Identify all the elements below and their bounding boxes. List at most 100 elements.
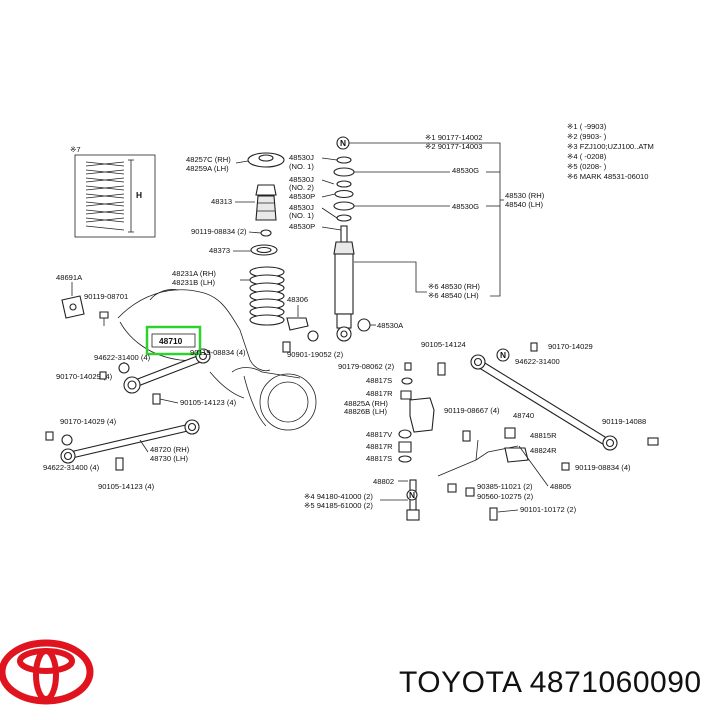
label-48530J-2: 48530J	[289, 175, 314, 184]
nut-90170-c	[530, 342, 538, 352]
note-5: ※5 (0208- )	[567, 162, 607, 171]
label-48530P-2: 48530P	[289, 222, 315, 231]
label-90119-08834-b: 90119-08834 (4)	[190, 348, 246, 357]
label-48817R-a: 48817R	[366, 389, 393, 398]
n-nut-icon-a	[118, 362, 130, 374]
label-48540-lh: 48540 (LH)	[505, 200, 543, 209]
label-94622-31400-b: 94622-31400 (4)	[43, 463, 100, 472]
highlight-48710-box	[145, 325, 202, 356]
nut-90170-a	[99, 371, 107, 380]
label-94185: ※5 94185-61000 (2)	[304, 501, 373, 510]
label-94180: ※4 94180-41000 (2)	[304, 492, 373, 501]
label-48530A: 48530A	[377, 321, 404, 330]
label-90901-19052: 90901-19052 (2)	[287, 350, 344, 359]
label-48231A: 48231A (RH)	[172, 269, 216, 278]
shock-absorber	[333, 156, 355, 342]
label-48373: 48373	[209, 246, 230, 255]
note-1: ※1 ( -9903)	[567, 122, 607, 131]
label-94622-31400-c: 94622-31400	[515, 357, 560, 366]
part-number-caption: TOYOTA 4871060090	[399, 666, 702, 699]
label-94622-31400-a: 94622-31400 (4)	[94, 353, 151, 362]
inset-7-label: ※7	[70, 145, 81, 154]
label-48730: 48730 (LH)	[150, 454, 188, 463]
nut-90170-b	[45, 431, 54, 441]
nut-90179	[404, 362, 412, 371]
label-48530J-1: 48530J	[289, 153, 314, 162]
label-48740: 48740	[513, 411, 534, 420]
note-2: ※2 (9903- )	[567, 132, 607, 141]
label-48530J-2n: (NO. 2)	[289, 183, 314, 192]
label-90105-14123-b: 90105-14123 (4)	[98, 482, 155, 491]
bracket-48691A	[61, 295, 109, 326]
lower-control-arm-48720	[60, 419, 200, 464]
n-label-mid: N	[500, 350, 506, 360]
label-48530P-1: 48530P	[289, 192, 315, 201]
label-90119-08834-c: 90119-08834 (4)	[575, 463, 631, 472]
label-48817V: 48817V	[366, 430, 393, 439]
n-icon-bottom	[406, 489, 418, 501]
label-48530-rh-6: ※6 48530 (RH)	[428, 282, 480, 291]
bolt-90105-c	[437, 362, 446, 376]
label-48259A: 48259A (LH)	[186, 164, 229, 173]
label-48530G-2: 48530G	[452, 202, 479, 211]
n-nut-icon-b	[61, 434, 73, 446]
label-48231B: 48231B (LH)	[172, 278, 216, 287]
spring-height-inset: ※7 H	[70, 145, 156, 238]
stabilizer-bracket-stack	[398, 377, 435, 463]
label-90170-14029-a: 90170-14029 (4)	[56, 372, 113, 381]
bolt-90105-b	[115, 457, 124, 471]
label-48530G-1: 48530G	[452, 166, 479, 175]
note-4: ※4 ( -0208)	[567, 152, 607, 161]
label-48530J-3: 48530J	[289, 203, 314, 212]
label-48817R-b: 48817R	[366, 442, 393, 451]
label-48817S-a: 48817S	[366, 376, 392, 385]
label-48824R: 48824R	[530, 446, 557, 455]
spring-pad-48306	[286, 317, 309, 331]
label-90119-14088: 90119-14088	[602, 417, 646, 426]
coil-spring	[249, 266, 285, 326]
label-48313: 48313	[211, 197, 232, 206]
spring-seat-parts	[247, 152, 285, 256]
label-90177-14002: ※1 90177-14002	[425, 133, 482, 142]
lateral-control-rod-48740	[470, 354, 618, 451]
note-6: ※6 MARK 48531-06010	[567, 172, 649, 181]
label-48691A: 48691A	[56, 273, 83, 282]
label-90177-14003: ※2 90177-14003	[425, 142, 482, 151]
nut-90119-08834-c	[561, 462, 570, 471]
bushing-48530A	[357, 318, 371, 332]
bolt-90901	[282, 341, 291, 353]
label-90105-14123-a: 90105-14123 (4)	[180, 398, 237, 407]
bolt-90119-14088	[647, 437, 659, 446]
label-90170-14029-b: 90170-14029 (4)	[60, 417, 117, 426]
label-90365: 90385-11021 (2)	[477, 482, 533, 491]
label-90119-08701: 90119-08701	[84, 292, 128, 301]
label-48802: 48802	[373, 477, 394, 486]
label-48805: 48805	[550, 482, 571, 491]
label-90179-08062: 90179-08062 (2)	[338, 362, 395, 371]
n-icon-mid	[496, 348, 510, 362]
n-label-top: N	[340, 138, 346, 148]
label-48257C: 48257C (RH)	[186, 155, 231, 164]
notes-block: ※1 ( -9903) ※2 (9903- ) ※3 FZJ100;UZJ100…	[567, 122, 654, 181]
bolt-90119-08667	[462, 430, 471, 442]
stabilizer-bar-48805	[437, 427, 529, 521]
label-48530J-3n: (NO. 1)	[289, 211, 314, 220]
label-48530-rh: 48530 (RH)	[505, 191, 545, 200]
label-48306: 48306	[287, 295, 308, 304]
label-48817S-b: 48817S	[366, 454, 392, 463]
label-48720: 48720 (RH)	[150, 445, 190, 454]
label-90119-08667: 90119-08667 (4)	[444, 406, 500, 415]
label-box-48710	[151, 333, 196, 348]
label-90101-10172: 90101-10172 (2)	[520, 505, 577, 514]
label-90560: 90560-10275 (2)	[477, 492, 534, 501]
label-90105-14124: 90105-14124	[421, 340, 466, 349]
note-3: ※3 FZJ100;UZJ100..ATM	[567, 142, 654, 151]
label-90170-14029-c: 90170-14029	[548, 342, 593, 351]
label-48815R: 48815R	[530, 431, 557, 440]
spring-height-h: H	[136, 190, 142, 200]
label-48825A: 48825A (RH)	[344, 399, 388, 408]
label-48530J-1n: (NO. 1)	[289, 162, 314, 171]
bolt-90105-a	[152, 393, 161, 405]
bushing-48530-icon	[307, 330, 319, 342]
